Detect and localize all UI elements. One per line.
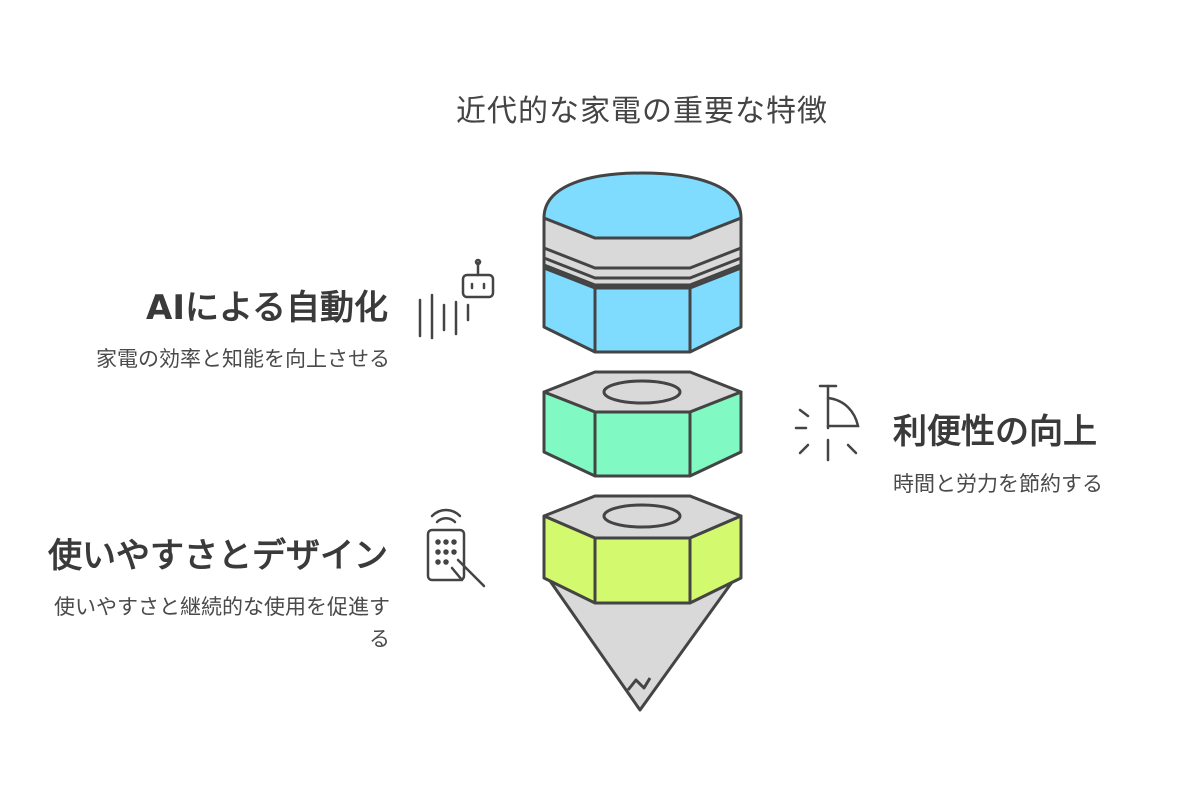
feature-desc-convenience: 時間と労力を節約する <box>893 472 1103 496</box>
feature-heading-usability: 使いやすさとデザイン <box>48 536 388 576</box>
feature-heading-ai: AIによる自動化 <box>146 288 388 328</box>
robot-icon <box>418 258 495 340</box>
feature-desc-usability: 使いやすさと継続的な使用を促進する <box>54 595 390 651</box>
bottom-block <box>542 494 743 712</box>
bottom-block-hole <box>602 503 682 529</box>
top-block <box>542 171 743 354</box>
middle-block <box>542 370 743 478</box>
feature-heading-convenience: 利便性の向上 <box>893 412 1097 452</box>
top-block-cap <box>542 171 743 240</box>
bottom-block-front <box>542 514 743 605</box>
remote-control-icon <box>426 508 486 588</box>
feature-desc-ai: 家電の効率と知能を向上させる <box>96 347 390 371</box>
lamp-icon <box>794 384 860 462</box>
middle-block-front <box>542 390 743 478</box>
diagram-title: 近代的な家電の重要な特徴 <box>456 94 828 129</box>
middle-block-hole <box>602 379 682 405</box>
